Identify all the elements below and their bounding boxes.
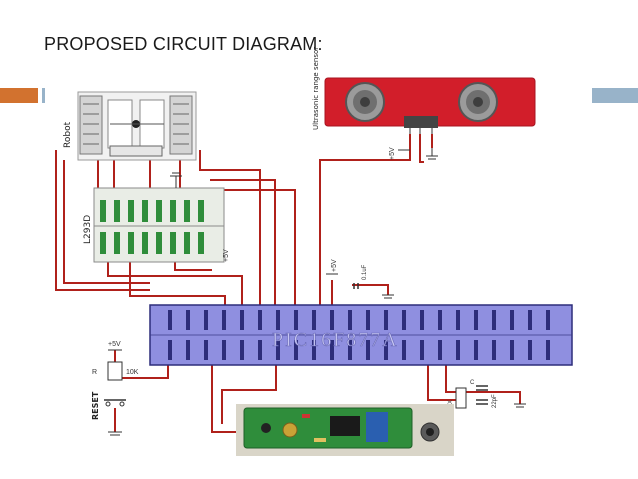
wire-sensor-2	[419, 130, 424, 163]
sensor-supply-label: +5V	[389, 147, 396, 160]
wire-driver-1	[107, 262, 243, 305]
robot-label: Robot	[63, 121, 73, 148]
page-title: PROPOSED CIRCUIT DIAGRAM:	[44, 34, 323, 54]
pcb-relay	[366, 412, 388, 442]
cap-label: C	[470, 380, 475, 386]
reset-label: RESET	[91, 391, 100, 420]
wire-robot-left	[55, 150, 150, 291]
reset-circuit: +5V R 10K RESET	[91, 341, 139, 436]
accent-tick	[42, 88, 45, 103]
sensor-header	[404, 116, 438, 128]
wires	[55, 130, 521, 433]
crystal-label: X	[448, 400, 454, 404]
driver-supply-label: +5V	[223, 249, 230, 262]
wire-osc-3	[482, 391, 521, 404]
wire-module-1	[211, 365, 240, 433]
microcontroller-pic16f877a: PIC16F877A +5V 0.1uF	[149, 259, 573, 366]
wire-driver-3	[174, 262, 212, 271]
accent-bar-left	[0, 88, 38, 103]
crystal	[455, 387, 467, 409]
pcb-ic	[330, 416, 360, 436]
wire-robot-right	[199, 150, 261, 305]
mcu-vcc-label: +5V	[331, 259, 338, 272]
robot-chassis: Robot	[63, 91, 197, 161]
wire-cap-top	[352, 284, 389, 295]
wire-osc-1	[427, 365, 458, 401]
mcu-label: PIC16F877A	[272, 329, 399, 351]
accent-bar-right	[592, 88, 638, 103]
reset-resistor	[107, 361, 123, 381]
pcb-led	[282, 422, 298, 438]
robot-wheel-right	[169, 95, 193, 155]
wire-module-2	[221, 365, 277, 424]
oscillator-circuit: X C 22pF	[448, 380, 526, 409]
sensor-module-pcb	[236, 404, 454, 456]
wire-driver-2	[129, 262, 226, 305]
driver-label: L293D	[83, 215, 93, 244]
robot-wheel-left	[79, 95, 103, 155]
ultrasonic-sensor: Ultrasonic range sensor +5V	[312, 47, 536, 160]
resistor-value: 10K	[126, 369, 139, 376]
wire-right-2	[210, 179, 276, 305]
wire-left-2	[63, 160, 150, 284]
wire-right-3	[220, 189, 296, 305]
wire-osc-2	[445, 365, 482, 393]
wire-sensor-1	[319, 130, 411, 305]
reset-supply-label: +5V	[108, 341, 121, 348]
sensor-label: Ultrasonic range sensor	[312, 47, 320, 130]
robot-battery	[109, 145, 163, 157]
resistor-ref: R	[92, 369, 97, 376]
pcb-cap	[261, 423, 271, 433]
motor-driver-l293d: L293D +5V	[83, 172, 230, 263]
cap-value: 22pF	[492, 394, 498, 408]
mcu-cap-label: 0.1uF	[362, 264, 368, 280]
